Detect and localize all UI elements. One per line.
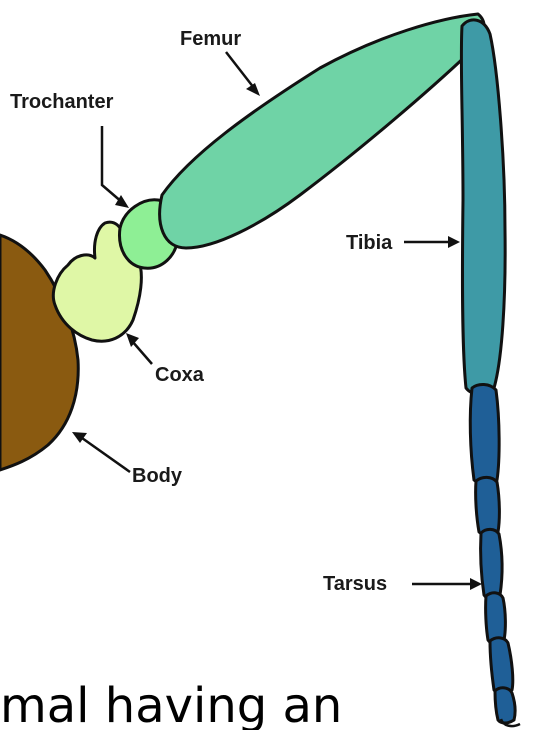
tarsus-segment-5 <box>490 638 513 694</box>
tarsus-segment-6 <box>495 688 515 723</box>
tarsus-segment-3 <box>481 529 503 598</box>
arrow-tibia-head <box>448 236 460 248</box>
tarsus-segments <box>470 384 520 726</box>
tibia-segment <box>461 20 505 394</box>
tarsus-segment-1 <box>470 384 499 484</box>
label-tarsus: Tarsus <box>323 573 387 595</box>
arrow-body <box>82 438 130 472</box>
label-coxa: Coxa <box>155 364 205 386</box>
label-tibia: Tibia <box>346 232 393 254</box>
arrow-tarsus-head <box>470 578 482 590</box>
arrow-coxa <box>132 341 152 364</box>
label-femur: Femur <box>180 28 241 50</box>
tarsus-segment-4 <box>486 593 506 644</box>
arrow-coxa-head <box>126 333 139 347</box>
label-trochanter: Trochanter <box>10 91 114 113</box>
label-body: Body <box>132 465 183 487</box>
caption-text: mal having an <box>0 678 342 730</box>
tarsus-segment-2 <box>476 477 500 535</box>
arrow-femur-head <box>246 83 260 96</box>
arrow-femur <box>226 52 254 88</box>
arrow-trochanter <box>102 126 123 203</box>
